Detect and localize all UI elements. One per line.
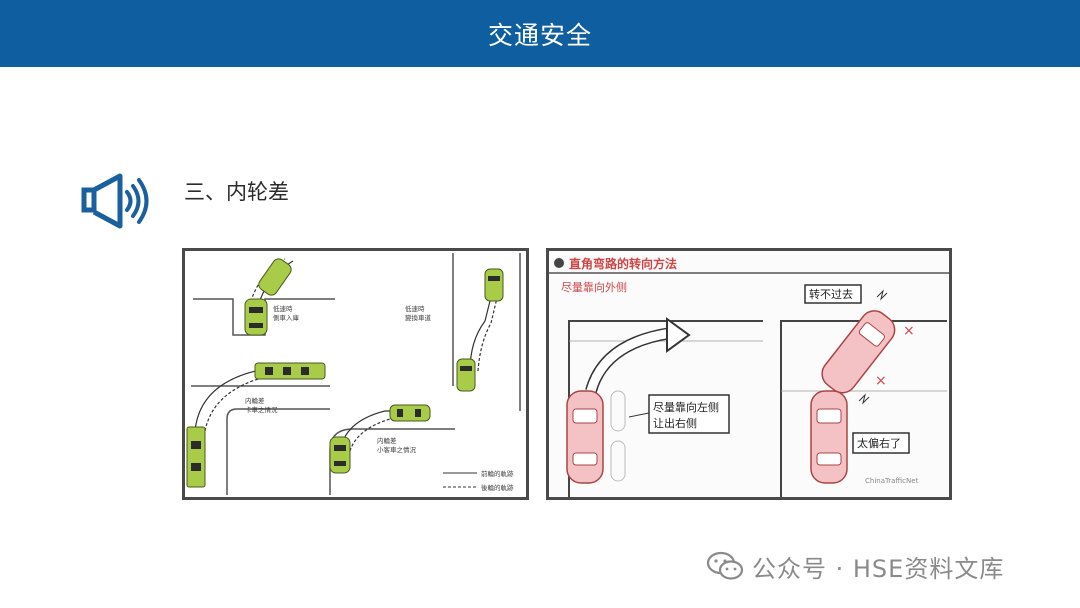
label-truck-1: 内輪差: [245, 396, 265, 405]
label-car-1: 内輪差: [377, 436, 397, 445]
callout-top: 转不过去: [809, 287, 853, 301]
car-right-top: [821, 310, 896, 394]
label-car-2: 小客車之情況: [377, 445, 417, 454]
label-lane-change-2: 變換車道: [405, 313, 432, 322]
callout-bottom: 太偏右了: [857, 436, 901, 450]
speaker-icon: [80, 172, 152, 232]
callout-left-1: 尽量靠向左侧: [653, 400, 719, 414]
legend-rear: 後輪的軌跡: [481, 483, 514, 492]
label-lane-change-1: 低速時: [405, 304, 425, 313]
section-title: 三、内轮差: [184, 180, 289, 204]
callout-left-2: 让出右侧: [653, 416, 697, 430]
svg-text:×: ×: [903, 323, 915, 339]
stamp-text: ChinaTrafficNet: [865, 477, 919, 485]
legend-front: 前輪的軌跡: [481, 469, 514, 478]
diagram-title: 直角弯路的转向方法: [569, 256, 677, 271]
watermark: 公众号 · HSE资料文库: [706, 548, 1004, 584]
page-title: 交通安全: [487, 20, 592, 50]
wechat-icon: [706, 551, 744, 580]
car-right-bottom: [810, 390, 848, 484]
right-angle-turn-diagram: 直角弯路的转向方法 尽量靠向外侧 尽量靠向左侧 让出右侧 × ×: [546, 248, 952, 500]
label-turn-enter-2: 側車入庫: [273, 313, 300, 322]
watermark-text: 公众号 · HSE资料文库: [752, 554, 1005, 583]
label-truck-2: 卡車之情況: [245, 405, 278, 414]
svg-text:×: ×: [875, 373, 887, 389]
title-bar: 交通安全: [0, 0, 1080, 67]
car-left: [566, 390, 604, 484]
label-turn-enter-1: 低速時: [273, 304, 293, 313]
inner-wheel-difference-diagram: 低速時 側車入庫 低速時 變換車道 内輪差 卡車之情況 内輪差 小客車之情況 前…: [182, 248, 529, 500]
diagram-subtitle: 尽量靠向外侧: [561, 280, 627, 294]
